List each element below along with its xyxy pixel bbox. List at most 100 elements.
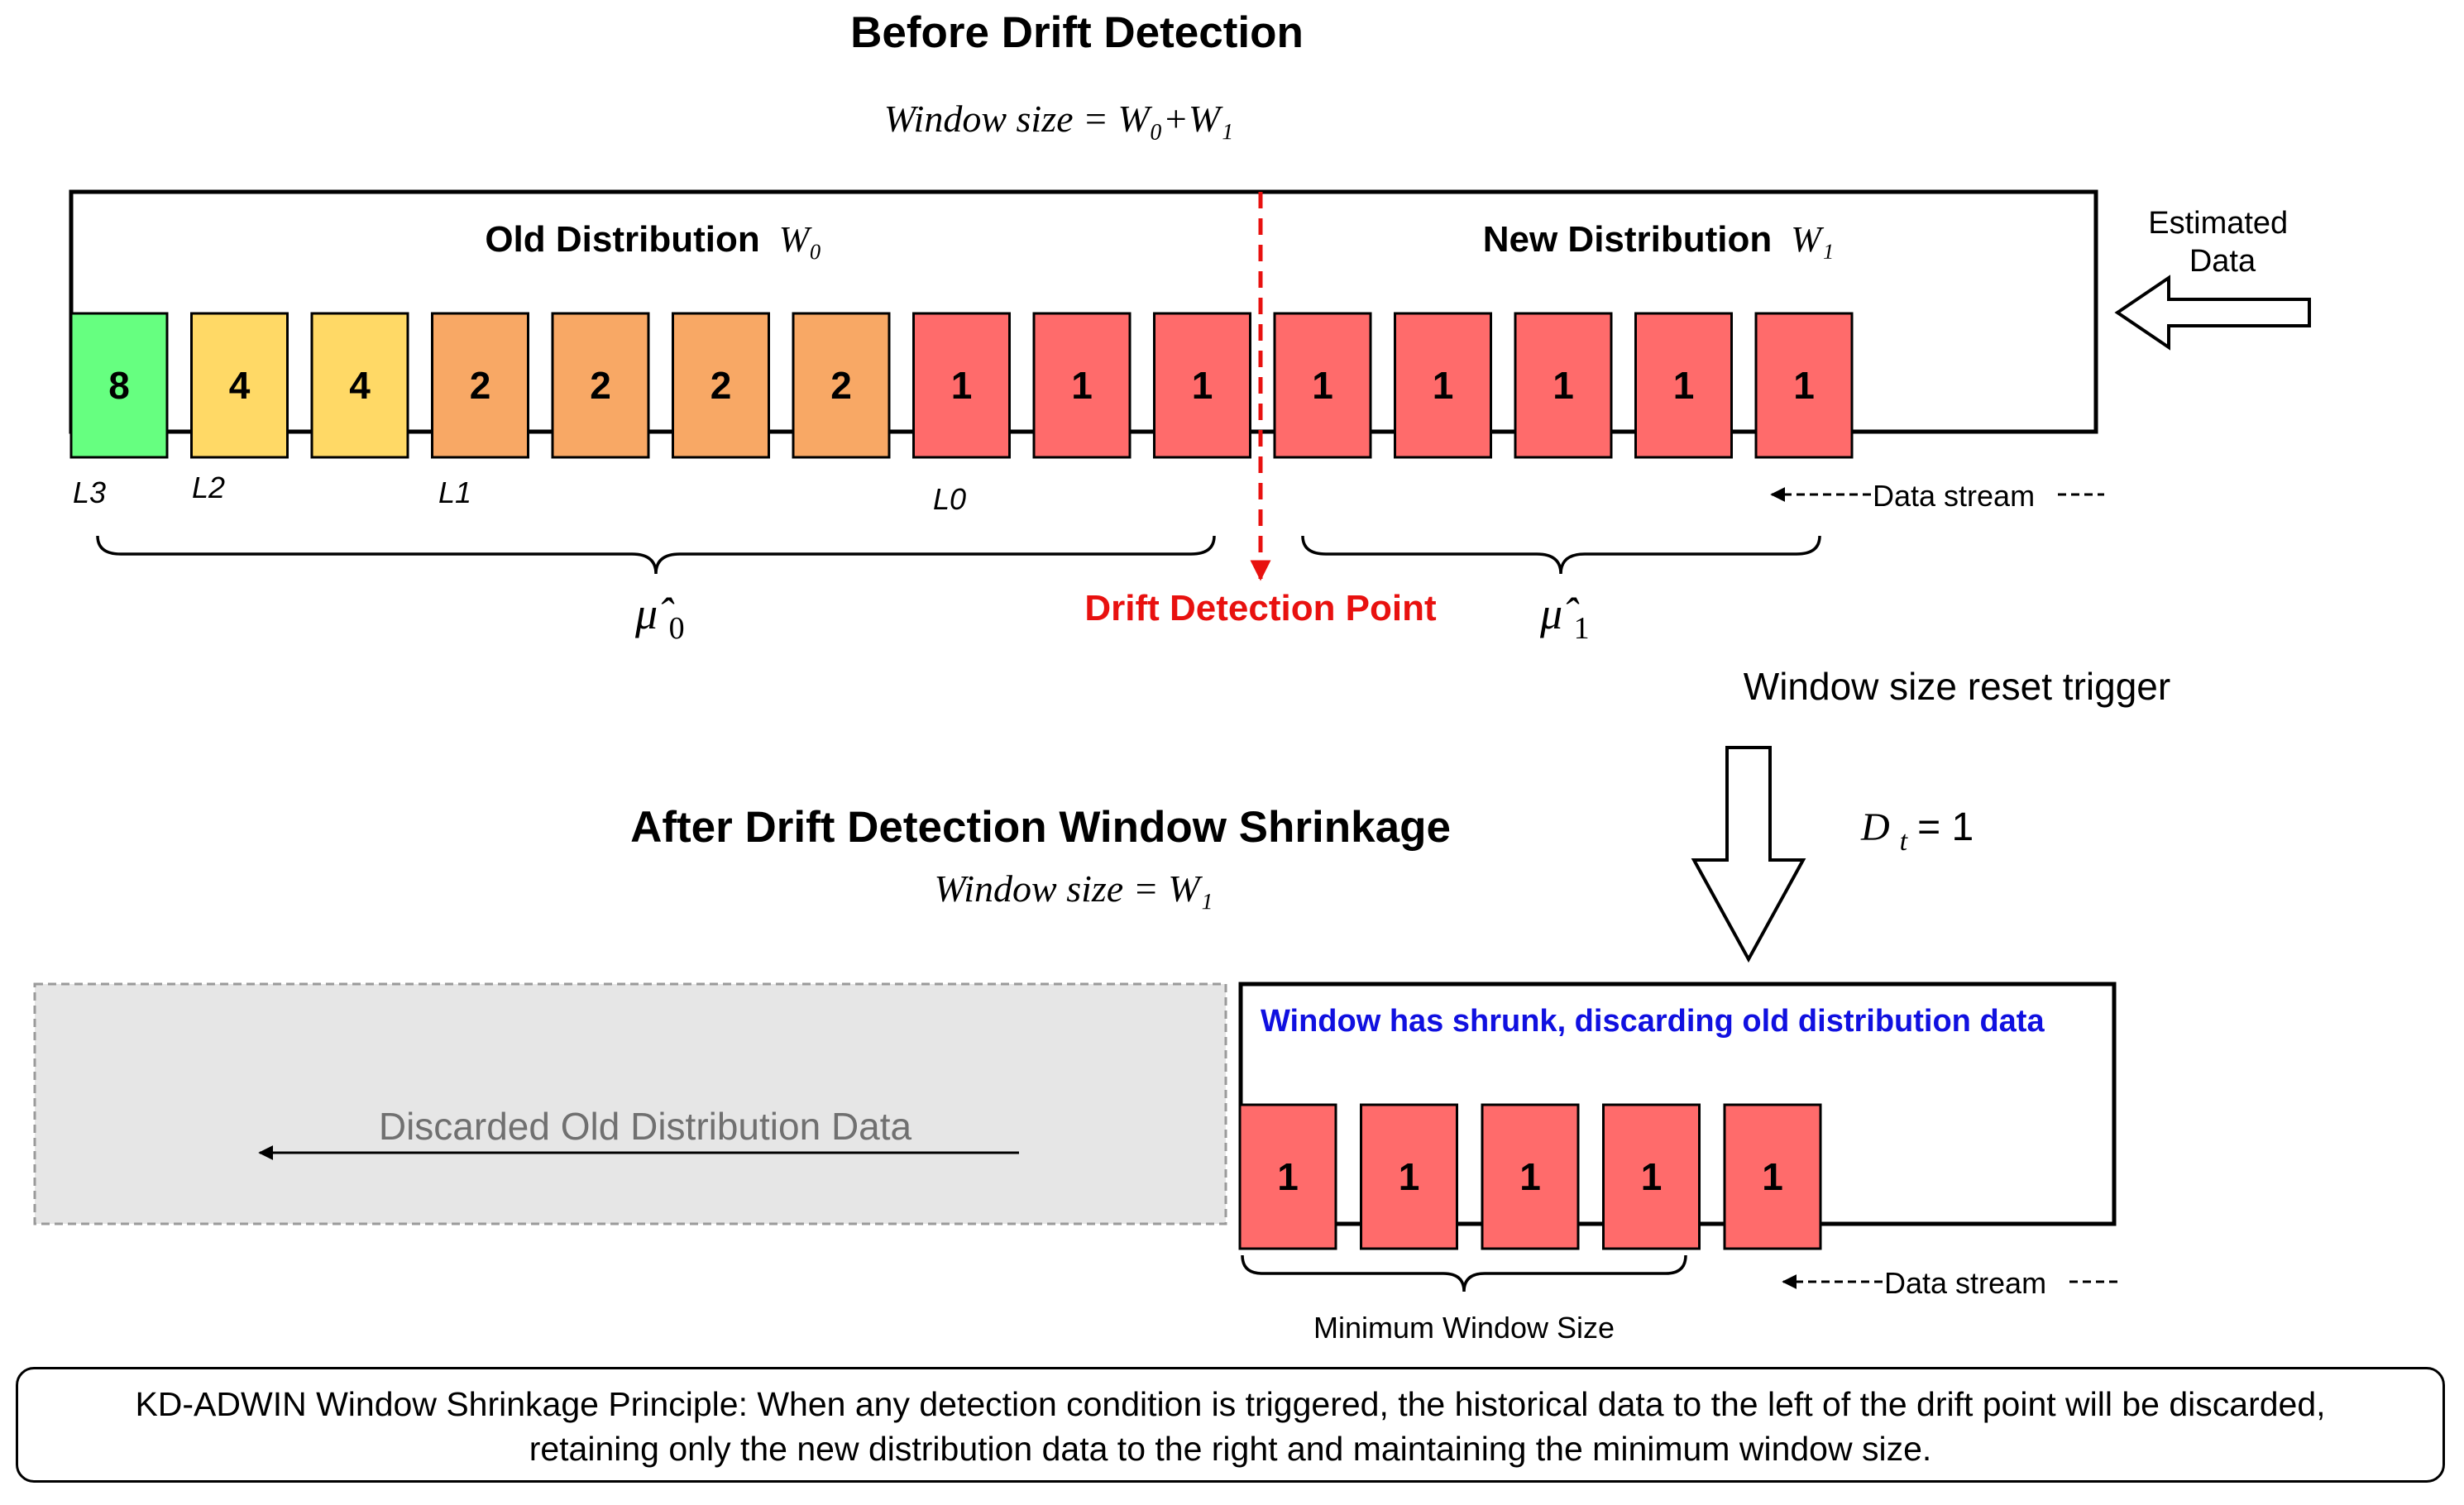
- bottom-data-cell: 1: [1238, 1103, 1337, 1250]
- data-cell-value: 1: [1433, 364, 1454, 407]
- bottom-data-cell: 1: [1360, 1103, 1458, 1250]
- data-cell-box: [1514, 312, 1613, 459]
- bottom-data-cell: 1: [1602, 1103, 1701, 1250]
- estimated-data-arrow-icon: [2114, 275, 2311, 351]
- dt-symbol: D: [1860, 805, 1890, 849]
- new-distribution-symbol: W₁: [1791, 219, 1834, 260]
- data-cell-value: 1: [1519, 1155, 1541, 1198]
- reset-trigger-arrow-icon: [1691, 746, 1806, 963]
- data-cell-box: [1238, 1103, 1337, 1250]
- old-distribution-heading: Old Distribution W₀: [485, 219, 821, 260]
- data-cell-value: 8: [108, 364, 130, 407]
- min-window-brace: [1241, 1254, 1687, 1292]
- data-cell-box: [1273, 312, 1372, 459]
- window-shrunk-label: Window has shrunk, discarding old distri…: [1261, 1004, 2045, 1039]
- data-cell-box: [1032, 312, 1132, 459]
- reset-trigger-label: Window size reset trigger: [1744, 665, 2170, 708]
- top-data-cell: 4: [190, 312, 289, 459]
- top-data-cell: 2: [431, 312, 529, 459]
- bottom-window-size-label: Window size = W₁: [934, 867, 1213, 910]
- top-data-stream-label: Data stream: [1873, 479, 2035, 513]
- data-cell-value: 1: [1793, 364, 1815, 407]
- top-window-size-label: Window size = W₀+W₁: [884, 98, 1233, 140]
- data-cell-box: [310, 312, 409, 459]
- data-cell-value: 1: [1399, 1155, 1420, 1198]
- estimated-data-line2: Data: [2189, 244, 2256, 279]
- new-distribution-heading: New Distribution W₁: [1483, 219, 1835, 260]
- data-cell-box: [1153, 312, 1251, 459]
- data-cell-box: [792, 312, 891, 459]
- top-title: Before Drift Detection: [850, 8, 1304, 57]
- data-cell-value: 1: [1071, 364, 1093, 407]
- mu1-symbol: μ̂ 1: [1539, 589, 1590, 646]
- level-label-l3: L3: [73, 475, 106, 509]
- drift-detection-point-label: Drift Detection Point: [1084, 588, 1437, 628]
- data-cell-box: [1394, 312, 1492, 459]
- mu0-subscript: 0: [669, 611, 685, 646]
- bottom-data-cell: 1: [1481, 1103, 1580, 1250]
- top-data-cell: 2: [792, 312, 891, 459]
- top-data-cell: 1: [1153, 312, 1251, 459]
- new-distribution-label: New Distribution: [1483, 219, 1773, 260]
- mu0-brace: [96, 535, 1216, 575]
- bottom-data-cells: 1 1 1 1 1: [1238, 1103, 1822, 1250]
- top-data-cell: 1: [1032, 312, 1132, 459]
- level-label-l2: L2: [192, 471, 225, 504]
- top-data-cell: 1: [1514, 312, 1613, 459]
- bottom-data-stream-label: Data stream: [1884, 1266, 2046, 1300]
- top-data-cell: 1: [1273, 312, 1372, 459]
- data-cell-value: 1: [1673, 364, 1695, 407]
- data-cell-box: [551, 312, 650, 459]
- principle-note-line2: retaining only the new distribution data…: [529, 1430, 1932, 1468]
- top-data-cells: 8 4 4 2 2 2 2 1 1 1 1 1 1 1 1: [69, 312, 1854, 459]
- data-cell-box: [912, 312, 1011, 459]
- data-cell-box: [69, 312, 169, 459]
- data-cell-value: 1: [1312, 364, 1333, 407]
- top-data-cell: 2: [672, 312, 770, 459]
- dt-subscript: t: [1900, 826, 1909, 857]
- discarded-data-label: Discarded Old Distribution Data: [379, 1105, 912, 1148]
- data-cell-box: [1754, 312, 1854, 459]
- estimated-data-line1: Estimated: [2148, 206, 2288, 241]
- data-cell-value: 1: [1762, 1155, 1783, 1198]
- old-distribution-symbol: W₀: [779, 219, 822, 260]
- mu1-subscript: 1: [1574, 611, 1590, 646]
- data-cell-value: 4: [229, 364, 251, 407]
- estimated-data-label: Estimated Data: [2148, 206, 2297, 279]
- data-cell-value: 1: [1192, 364, 1213, 407]
- discarded-data-region: [33, 982, 1227, 1226]
- bottom-title: After Drift Detection Window Shrinkage: [630, 803, 1451, 852]
- data-cell-box: [672, 312, 770, 459]
- old-distribution-label: Old Distribution: [485, 219, 759, 260]
- data-cell-box: [1602, 1103, 1701, 1250]
- dt-equation: D t = 1: [1860, 805, 1974, 859]
- data-cell-value: 1: [1641, 1155, 1663, 1198]
- data-cell-box: [190, 312, 289, 459]
- min-window-label: Minimum Window Size: [1313, 1311, 1615, 1345]
- dt-value: = 1: [1917, 805, 1974, 849]
- data-cell-value: 1: [1277, 1155, 1299, 1198]
- data-cell-box: [431, 312, 529, 459]
- bottom-data-cell: 1: [1723, 1103, 1822, 1250]
- top-data-cell: 2: [551, 312, 650, 459]
- top-data-cell: 1: [1394, 312, 1492, 459]
- top-data-cell: 1: [912, 312, 1011, 459]
- mu1-brace: [1301, 535, 1821, 575]
- data-cell-value: 1: [951, 364, 973, 407]
- data-cell-value: 2: [590, 364, 611, 407]
- data-cell-box: [1723, 1103, 1822, 1250]
- principle-note-line1: KD-ADWIN Window Shrinkage Principle: Whe…: [135, 1385, 2326, 1423]
- top-data-cell: 8: [69, 312, 169, 459]
- data-cell-value: 2: [470, 364, 491, 407]
- principle-note-box: KD-ADWIN Window Shrinkage Principle: Whe…: [16, 1367, 2445, 1483]
- top-data-cell: 1: [1634, 312, 1733, 459]
- data-cell-value: 2: [830, 364, 852, 407]
- data-cell-box: [1481, 1103, 1580, 1250]
- data-cell-value: 1: [1553, 364, 1574, 407]
- data-cell-box: [1634, 312, 1733, 459]
- mu0-symbol: μ̂ 0: [634, 589, 685, 646]
- top-data-cell: 4: [310, 312, 409, 459]
- data-cell-value: 2: [710, 364, 732, 407]
